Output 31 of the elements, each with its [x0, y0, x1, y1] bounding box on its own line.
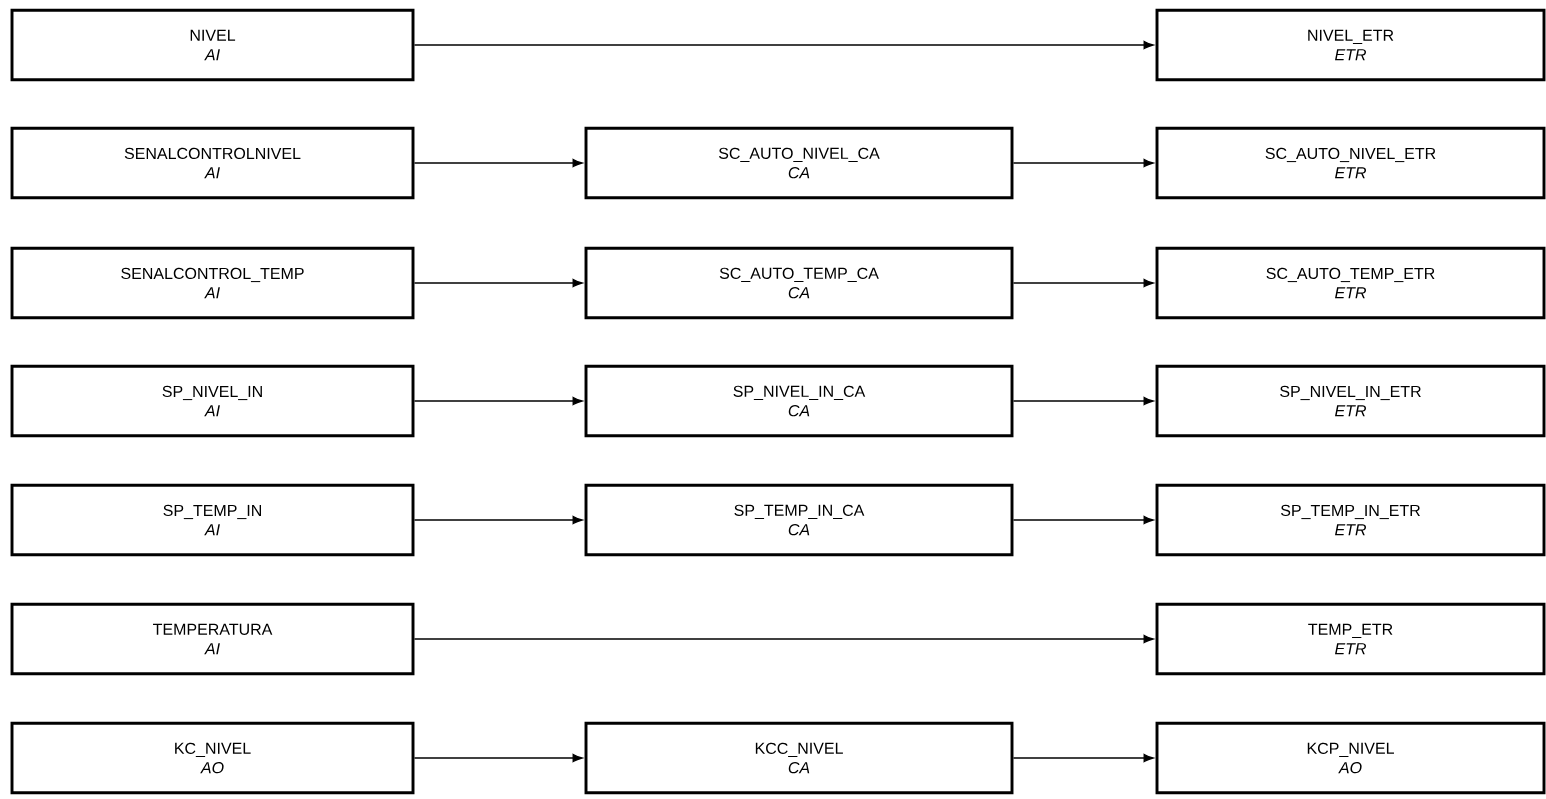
- process-box: SP_TEMP_IN_ETR ETR: [1155, 483, 1546, 557]
- process-box: SP_TEMP_IN AI: [10, 483, 415, 557]
- process-box: SENALCONTROL_TEMP AI: [10, 246, 415, 320]
- process-box: KCC_NIVEL CA: [584, 721, 1014, 795]
- process-box: SP_NIVEL_IN_CA CA: [584, 364, 1014, 438]
- process-box: NIVEL_ETR ETR: [1155, 8, 1546, 82]
- process-box: SC_AUTO_NIVEL_CA CA: [584, 126, 1014, 200]
- process-box: SP_TEMP_IN_CA CA: [584, 483, 1014, 557]
- process-box: SC_AUTO_NIVEL_ETR ETR: [1155, 126, 1546, 200]
- process-box: SP_NIVEL_IN AI: [10, 364, 415, 438]
- arrow: [413, 515, 583, 525]
- arrow: [413, 40, 1154, 50]
- process-box: NIVEL AI: [10, 8, 415, 82]
- process-box: KCP_NIVEL AO: [1155, 721, 1546, 795]
- arrow: [1012, 158, 1154, 168]
- arrow: [1012, 396, 1154, 406]
- arrow: [1012, 753, 1154, 763]
- process-box: SC_AUTO_TEMP_CA CA: [584, 246, 1014, 320]
- process-box: SP_NIVEL_IN_ETR ETR: [1155, 364, 1546, 438]
- arrow: [413, 278, 583, 288]
- process-box: TEMPERATURA AI: [10, 602, 415, 676]
- arrow: [413, 158, 583, 168]
- process-box: TEMP_ETR ETR: [1155, 602, 1546, 676]
- arrow: [413, 753, 583, 763]
- arrow: [413, 634, 1154, 644]
- arrow: [1012, 278, 1154, 288]
- arrow: [1012, 515, 1154, 525]
- arrow: [413, 396, 583, 406]
- process-box: SC_AUTO_TEMP_ETR ETR: [1155, 246, 1546, 320]
- process-box: KC_NIVEL AO: [10, 721, 415, 795]
- process-box: SENALCONTROLNIVEL AI: [10, 126, 415, 200]
